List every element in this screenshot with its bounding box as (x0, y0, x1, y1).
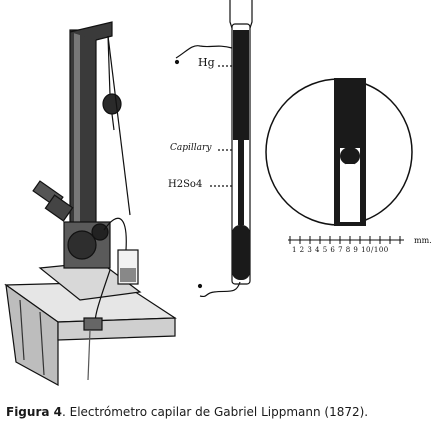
lippmann-electrometer-figure: Hg Capillary H2So4 1 2 3 4 5 6 7 8 9 10/… (4, 0, 432, 387)
instrument-drawing (4, 21, 177, 387)
magnified-view (265, 78, 413, 226)
electrometer-illustration (4, 0, 413, 387)
hg-label: Hg (198, 56, 215, 69)
capillary-tube (174, 0, 253, 298)
figure-number: Figura 4 (6, 405, 62, 419)
scale-unit: mm. (414, 236, 432, 245)
capillary-label: Capillary (170, 143, 212, 153)
figure-caption: Figura 4. Electrómetro capilar de Gabrie… (6, 405, 436, 419)
scale-numbers: 1 2 3 4 5 6 7 8 9 10/100 (292, 246, 389, 254)
h2so4-label: H2So4 (168, 179, 203, 190)
millimeter-scale (288, 236, 404, 244)
caption-text: . Electrómetro capilar de Gabriel Lippma… (62, 405, 369, 419)
